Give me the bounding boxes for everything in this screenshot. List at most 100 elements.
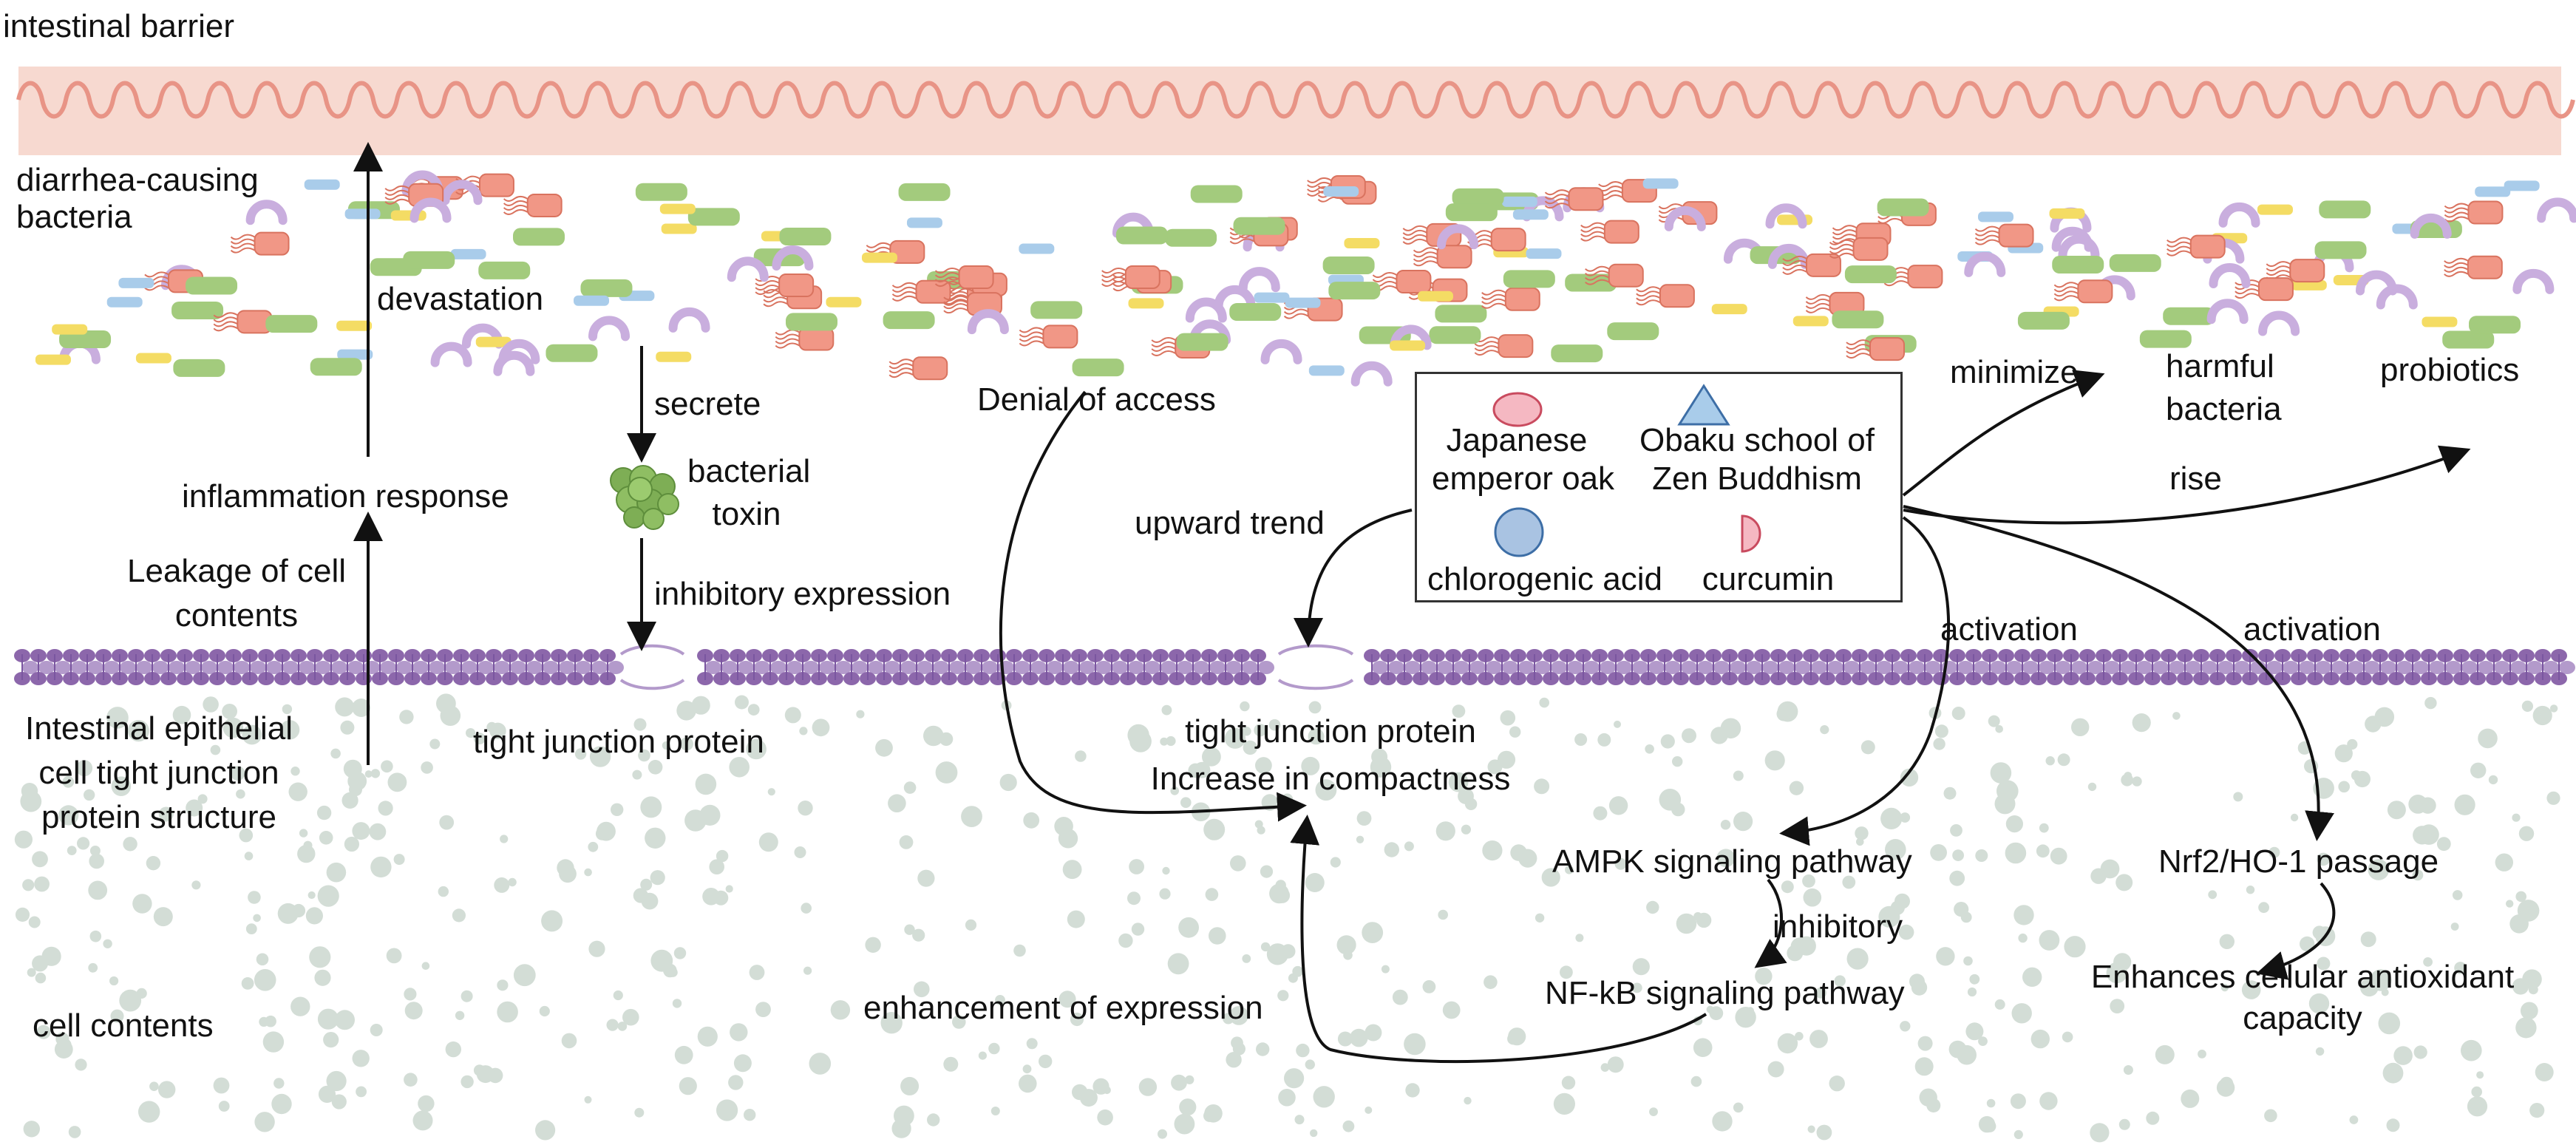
cell-content-dot [2039, 823, 2049, 833]
cell-content-dot [317, 1008, 339, 1030]
cell-content-dot [744, 1109, 756, 1121]
probiotic-bacterium [304, 179, 340, 190]
membrane-bead [71, 661, 87, 674]
bacterium-body [1907, 265, 1943, 289]
cell-content-dot [476, 1065, 495, 1084]
cell-content-dot [1900, 812, 1911, 823]
cell-content-dot [1712, 1111, 1733, 1132]
cell-content-dot [574, 748, 587, 760]
membrane-bead [136, 661, 152, 674]
cell-content-dot [1672, 755, 1683, 767]
cell-content-dot [1597, 733, 1611, 747]
cell-content-dot [1381, 965, 1390, 974]
flagellum [888, 359, 914, 365]
flagellum [934, 281, 960, 288]
flagellum [1974, 234, 2000, 241]
cell-content-dot [990, 1107, 1000, 1115]
membrane-bead [429, 661, 445, 674]
cell-content-dot [290, 996, 310, 1016]
cell-content-dot [1795, 1032, 1804, 1041]
membrane-bead [2331, 661, 2348, 674]
probiotic-bacterium [1767, 243, 1809, 269]
cell-content-dot [2011, 1003, 2032, 1024]
devastation-label: devastation [377, 281, 544, 317]
cell-content-dot [535, 1120, 556, 1141]
membrane-bead [738, 661, 754, 674]
cell-content-dot [1834, 975, 1846, 987]
cell-content-dot [1310, 1129, 1318, 1138]
cell-content-dot [799, 727, 808, 735]
flagellum [2053, 286, 2079, 293]
harmful-bacterium [891, 279, 951, 304]
flagellum [1481, 302, 1506, 309]
cell-content-dot [2233, 792, 2243, 802]
cell-content-dot [1294, 1115, 1305, 1125]
harmful-bacterium [1846, 337, 1906, 361]
flagellum [1019, 336, 1044, 342]
cell-content-dot [1343, 951, 1353, 960]
probiotic-bacterium [493, 350, 535, 376]
cell-content-dot [2050, 847, 2067, 865]
cell-content-dot [2132, 713, 2151, 733]
cell-content-dot [633, 718, 647, 731]
cell-content-dot [634, 1107, 645, 1118]
flagellum [891, 295, 917, 302]
probiotic-bacterium [2410, 213, 2452, 239]
cell-content-dot [2365, 716, 2382, 733]
cell-content-dot [28, 916, 41, 928]
cell-content-dot [1943, 786, 1957, 800]
cell-content-dot [1070, 1012, 1084, 1027]
flagellum [943, 294, 968, 301]
membrane-bead [396, 661, 412, 674]
cell-content-dot [1755, 968, 1773, 985]
cell-content-dot [1243, 740, 1258, 755]
harmful-bacterium [2444, 200, 2504, 225]
cell-content-dot [299, 829, 308, 837]
cell-content-dot [1058, 991, 1076, 1008]
membrane-bead [803, 661, 819, 674]
cell-content-dot [1336, 935, 1356, 955]
probiotic-bacterium [59, 330, 112, 349]
epithelial-label-line1: Intestinal epithelial [24, 710, 293, 747]
cell-content-dot [1167, 953, 1189, 975]
cell-content-dot [340, 720, 355, 735]
flagellum [1307, 181, 1332, 188]
membrane-bead [461, 661, 478, 674]
flagellum [934, 276, 960, 283]
membrane-bead [2396, 661, 2413, 674]
cell-content-dot [2121, 773, 2134, 786]
cell-content-dot [1292, 965, 1304, 977]
membrane-bead [2234, 661, 2250, 674]
cell-content-dot [1039, 1054, 1053, 1069]
cell-content-dot [1365, 1024, 1382, 1042]
flagellum [1101, 276, 1126, 282]
flagellum [888, 363, 914, 370]
cell-content-dot [1129, 859, 1144, 874]
cell-content-dot [455, 1010, 465, 1021]
bacterium-body [912, 356, 948, 381]
obaku-triangle-icon [1677, 384, 1730, 426]
flagellum [1413, 247, 1438, 254]
cell-content-dot [1118, 933, 1133, 948]
cell-content-dot [2349, 1115, 2359, 1124]
harmful-bacteria-label-line2: bacteria [2166, 391, 2282, 427]
upward-trend-label: upward trend [1135, 505, 1325, 541]
cell-content-dot [335, 697, 355, 717]
flagellum [1782, 259, 1807, 266]
flagellum [2444, 216, 2469, 222]
flagellum [384, 198, 409, 205]
cell-content-dot [1696, 912, 1712, 928]
probiotic-bacterium [475, 336, 512, 347]
membrane-bead [1535, 661, 1551, 674]
membrane-bead [152, 661, 169, 674]
flagellum [144, 285, 169, 291]
membrane-bead [315, 661, 331, 674]
probiotic-bacterium [1233, 217, 1285, 235]
membrane-bead [1600, 661, 1616, 674]
cell-content-dot [461, 1075, 474, 1089]
flagellum [775, 329, 800, 336]
flagellum [1413, 251, 1438, 258]
membrane-bead [331, 661, 347, 674]
membrane-bead [299, 661, 315, 674]
cell-content-dot [254, 969, 276, 991]
